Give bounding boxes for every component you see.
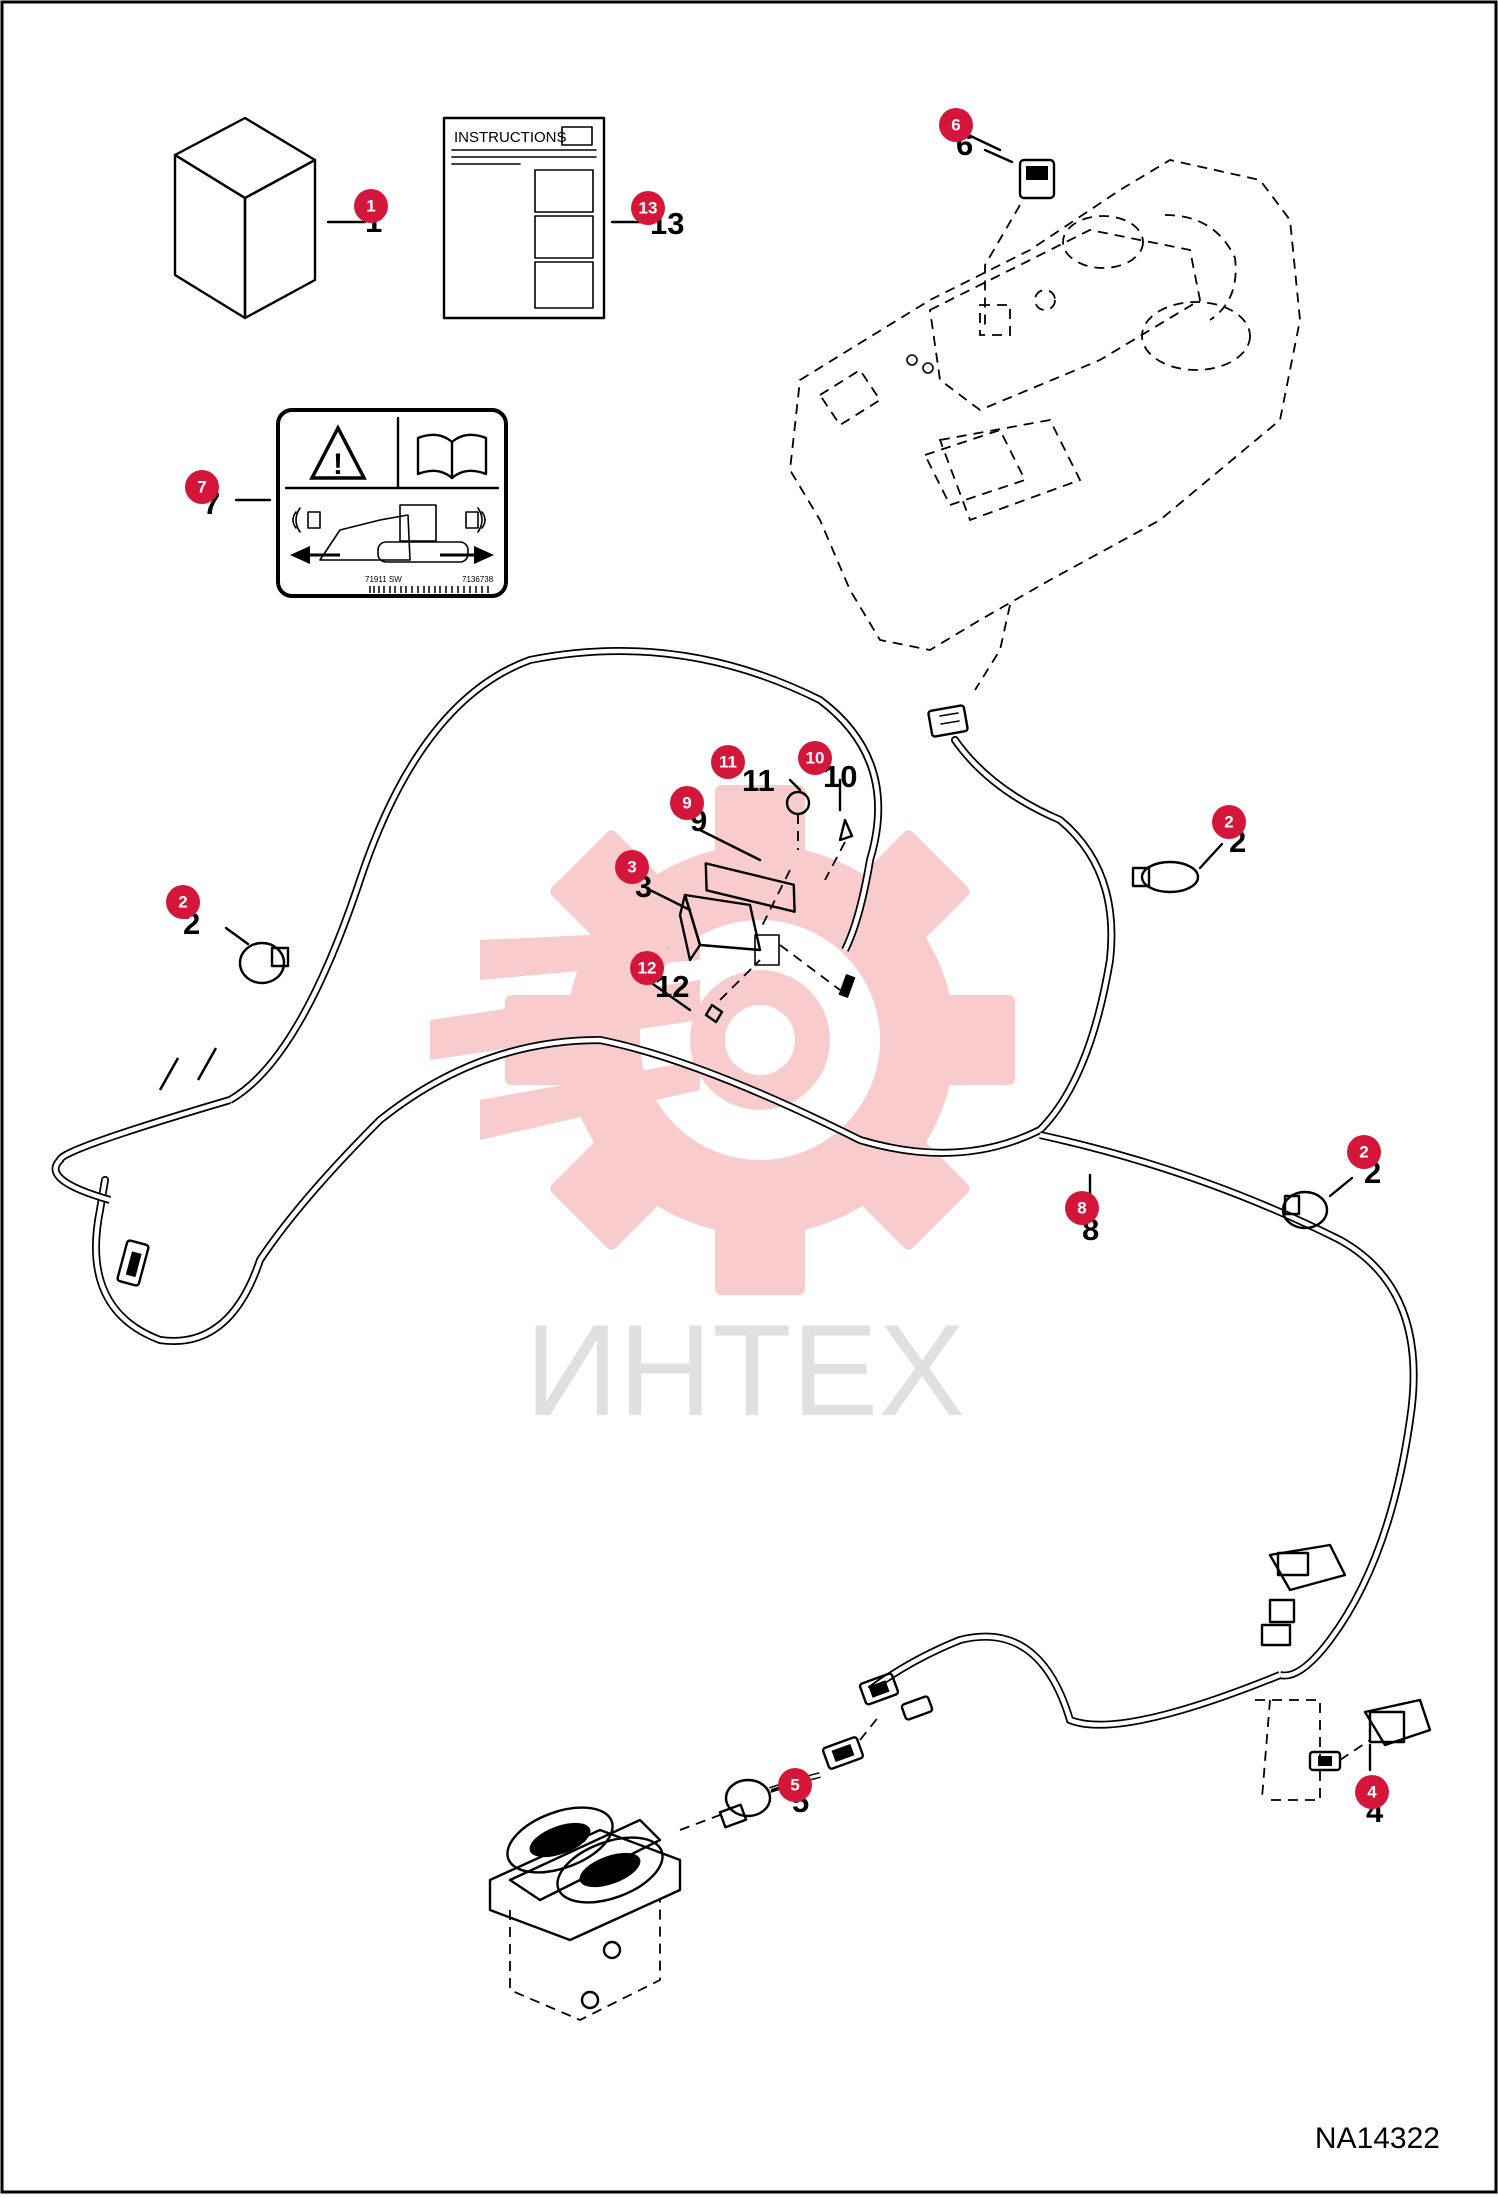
part-relay-right <box>1255 1543 1347 1801</box>
svg-text:7: 7 <box>197 478 206 497</box>
part-relay-item-4 <box>1308 1698 1432 1772</box>
callout-2-left[interactable]: 2 <box>166 885 200 919</box>
callout-10[interactable]: 10 <box>798 741 832 775</box>
decal-code-right: 7136738 <box>462 575 494 584</box>
callout-6[interactable]: 6 <box>939 108 973 142</box>
callout-1[interactable]: 1 <box>354 189 388 223</box>
svg-text:2: 2 <box>1224 813 1233 832</box>
part-clamp-left <box>238 941 290 985</box>
part-box <box>173 116 367 320</box>
harness-connector-left <box>116 1239 150 1287</box>
part-number-11: 11 <box>742 763 775 798</box>
harness-connector-bottom-1 <box>858 1672 934 1721</box>
part-clamp-right-top <box>1131 860 1200 894</box>
callout-2-right-mid[interactable]: 2 <box>1347 1135 1381 1169</box>
svg-text:2: 2 <box>1359 1143 1368 1162</box>
decal-barcode <box>369 586 489 593</box>
callout-12[interactable]: 12 <box>630 951 664 985</box>
svg-text:8: 8 <box>1077 1199 1086 1218</box>
part-warning-decal: ! 71911 SW 7136738 <box>234 408 508 598</box>
svg-text:12: 12 <box>638 959 657 978</box>
watermark-logo: ИНТЕХ <box>430 785 1015 1443</box>
callout-13[interactable]: 13 <box>631 191 665 225</box>
callout-4[interactable]: 4 <box>1355 1775 1389 1809</box>
callouts: 1 13 6 7 11 10 9 3 12 2 2 2 8 5 4 <box>166 108 1389 1809</box>
callout-11[interactable]: 11 <box>711 745 745 779</box>
instructions-title: INSTRUCTIONS <box>454 129 567 146</box>
part-valve-block <box>488 1806 721 2021</box>
svg-text:10: 10 <box>806 749 825 768</box>
wire-harness <box>51 647 1418 1729</box>
svg-text:2: 2 <box>178 893 187 912</box>
svg-text:11: 11 <box>719 753 737 772</box>
callout-8[interactable]: 8 <box>1065 1191 1099 1225</box>
callout-3[interactable]: 3 <box>615 850 649 884</box>
callout-5[interactable]: 5 <box>778 1768 812 1802</box>
svg-text:3: 3 <box>627 858 636 877</box>
part-console <box>789 148 1301 691</box>
svg-text:!: ! <box>333 448 343 481</box>
part-relay-assembly <box>678 790 856 1024</box>
svg-text:4: 4 <box>1367 1783 1377 1802</box>
part-instructions-sheet: INSTRUCTIONS <box>442 116 652 320</box>
svg-text:13: 13 <box>639 199 658 218</box>
part-clamp-right-mid <box>1281 1190 1329 1230</box>
svg-text:5: 5 <box>790 1776 799 1795</box>
callout-9[interactable]: 9 <box>670 786 704 820</box>
figure-id: NA14322 <box>1315 2122 1440 2155</box>
decal-code-left: 71911 SW <box>365 575 402 584</box>
svg-text:1: 1 <box>366 197 375 216</box>
callout-7[interactable]: 7 <box>185 470 219 504</box>
watermark-text: ИНТЕХ <box>525 1297 965 1443</box>
harness-connector-top <box>927 704 969 738</box>
svg-text:6: 6 <box>951 116 960 135</box>
callout-2-right-top[interactable]: 2 <box>1212 805 1246 839</box>
svg-text:9: 9 <box>682 794 691 813</box>
